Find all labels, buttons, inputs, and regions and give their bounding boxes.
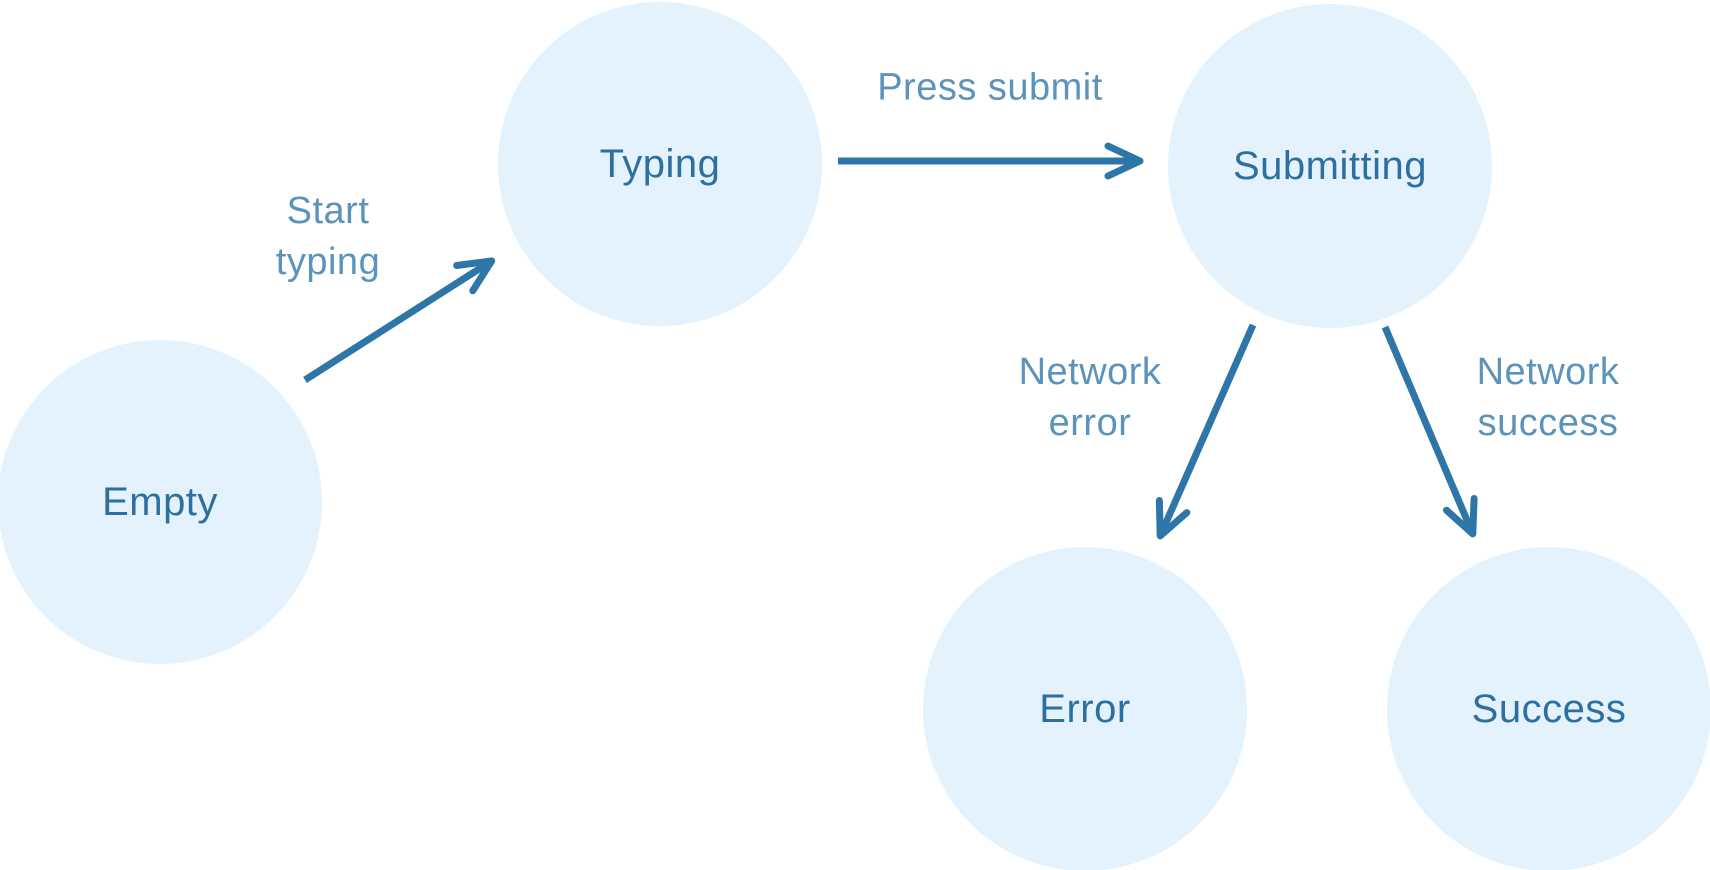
- state-label-error: Error: [1039, 686, 1131, 731]
- state-node-error: Error: [923, 547, 1247, 870]
- state-node-success: Success: [1387, 547, 1710, 870]
- state-label-success: Success: [1471, 686, 1627, 731]
- state-label-empty: Empty: [102, 479, 218, 524]
- state-node-empty: Empty: [0, 340, 322, 664]
- edge-label-press-submit: Press submit: [877, 66, 1103, 109]
- state-label-submitting: Submitting: [1233, 143, 1427, 188]
- state-label-typing: Typing: [599, 141, 721, 186]
- edge-label-start-typing: Start typing: [275, 190, 381, 283]
- edge-label-network-error: Network error: [1018, 351, 1162, 444]
- edge-label-network-success: Network success: [1476, 351, 1620, 444]
- state-node-typing: Typing: [498, 2, 822, 326]
- state-node-submitting: Submitting: [1168, 4, 1492, 328]
